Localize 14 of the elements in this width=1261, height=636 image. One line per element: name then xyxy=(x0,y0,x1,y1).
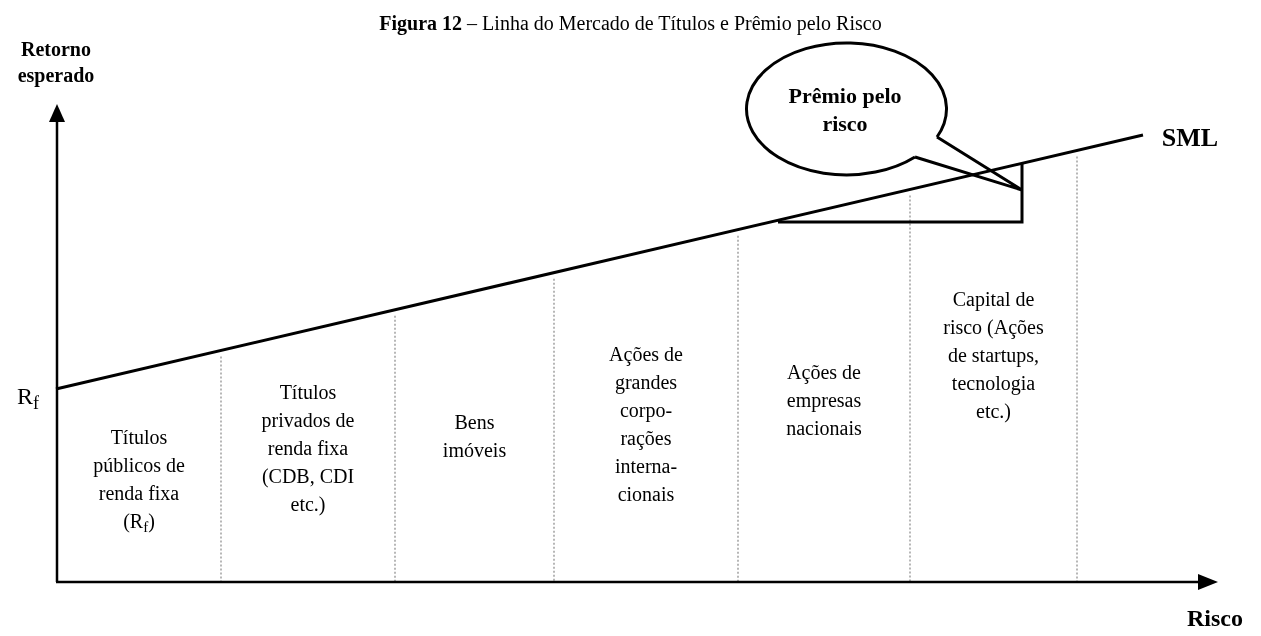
callout-tail xyxy=(914,135,1024,192)
bubble-text: Prêmio pelo risco xyxy=(787,82,903,138)
category-label: Ações de grandes corpo- rações interna- cionais xyxy=(608,342,684,507)
category-label: Títulos privados de renda fixa (CDB, CDI etc.) xyxy=(260,380,356,518)
speech-bubble xyxy=(744,43,946,177)
axis-label: R$_{f}$ xyxy=(17,382,39,414)
line-label: SML xyxy=(1161,122,1219,154)
category-label: Títulos públicos de renda fixa (R$_{f}$) xyxy=(92,425,186,535)
axis-label: Retorno esperado xyxy=(16,37,96,88)
category-label: Capital de risco (Ações de startups, tecnologia etc.) xyxy=(942,287,1045,425)
figure-title: Figura 12 – Linha do Mercado de Títulos e Prêmio pelo Risco xyxy=(378,11,883,37)
category-label: Bens imóveis xyxy=(441,410,508,463)
axis-label: Risco xyxy=(1187,604,1243,633)
category-label: Ações de empresas nacionais xyxy=(785,360,863,441)
